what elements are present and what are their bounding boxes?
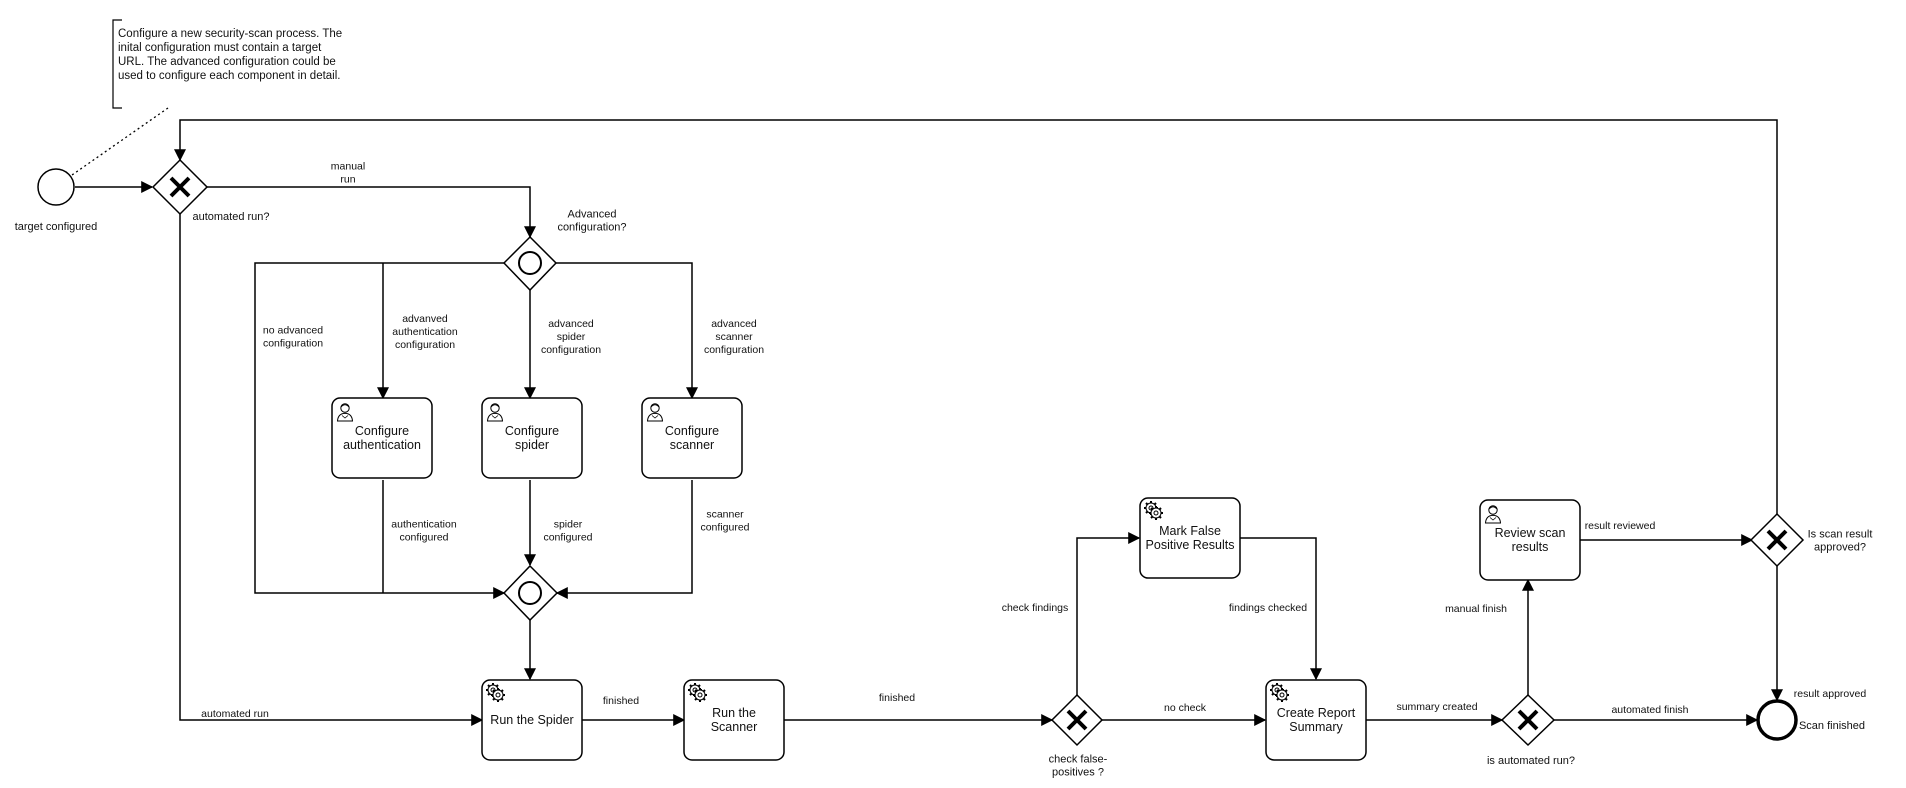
flow-automated-run	[179, 214, 484, 726]
start-event-label: target configured	[15, 221, 98, 233]
flow-scanner-configured	[555, 480, 693, 599]
flow-check-findings	[1076, 532, 1141, 695]
flow-label-finished-spider: finished	[603, 695, 639, 707]
task-label: Run the Spider	[490, 713, 573, 727]
gateway-label-check-false-positives: check false-positives ?	[1049, 754, 1108, 779]
annotation-text: Configure a new security-scan process. T…	[118, 28, 343, 82]
flow-label-no-check: no check	[1164, 702, 1207, 714]
start-event[interactable]	[37, 168, 75, 206]
end-event-label: Scan finished	[1799, 720, 1865, 732]
flow-label-manual-finish: manual finish	[1445, 603, 1507, 615]
flow-label-automated-finish: automated finish	[1611, 704, 1688, 716]
gateway-advanced-config[interactable]	[502, 235, 558, 292]
flow-no-advanced	[254, 262, 506, 599]
flow-label-check-findings: check findings	[1002, 602, 1069, 614]
flow-label-summary-created: summary created	[1396, 701, 1477, 713]
flow-loop-back	[174, 119, 1778, 514]
gateway-label-automated-run: automated run?	[192, 211, 269, 223]
flow-findings-checked	[1240, 537, 1322, 681]
flow-label-result-approved: result approved	[1794, 688, 1867, 700]
task-run-spider[interactable]: Run the Spider	[481, 679, 583, 761]
flow-label-finished-scanner: finished	[879, 692, 915, 704]
gateway-is-automated-run[interactable]	[1500, 693, 1556, 747]
flow-adv-scanner	[556, 262, 698, 400]
flow-label-automated-run: automated run	[201, 708, 269, 720]
gateway-check-false-positives[interactable]	[1050, 693, 1104, 747]
gateway-join-config[interactable]	[502, 564, 559, 622]
annotation-association	[71, 107, 169, 176]
annotation-bracket	[112, 19, 122, 109]
gateway-automated-run[interactable]	[151, 158, 209, 216]
flow-label-result-reviewed: result reviewed	[1585, 520, 1656, 532]
flow-label-findings-checked: findings checked	[1229, 602, 1307, 614]
end-event[interactable]	[1756, 699, 1798, 741]
flow-manual-run	[207, 186, 536, 239]
gateway-label-is-automated-run: is automated run?	[1487, 755, 1575, 767]
gateway-scan-approved[interactable]	[1749, 512, 1805, 568]
